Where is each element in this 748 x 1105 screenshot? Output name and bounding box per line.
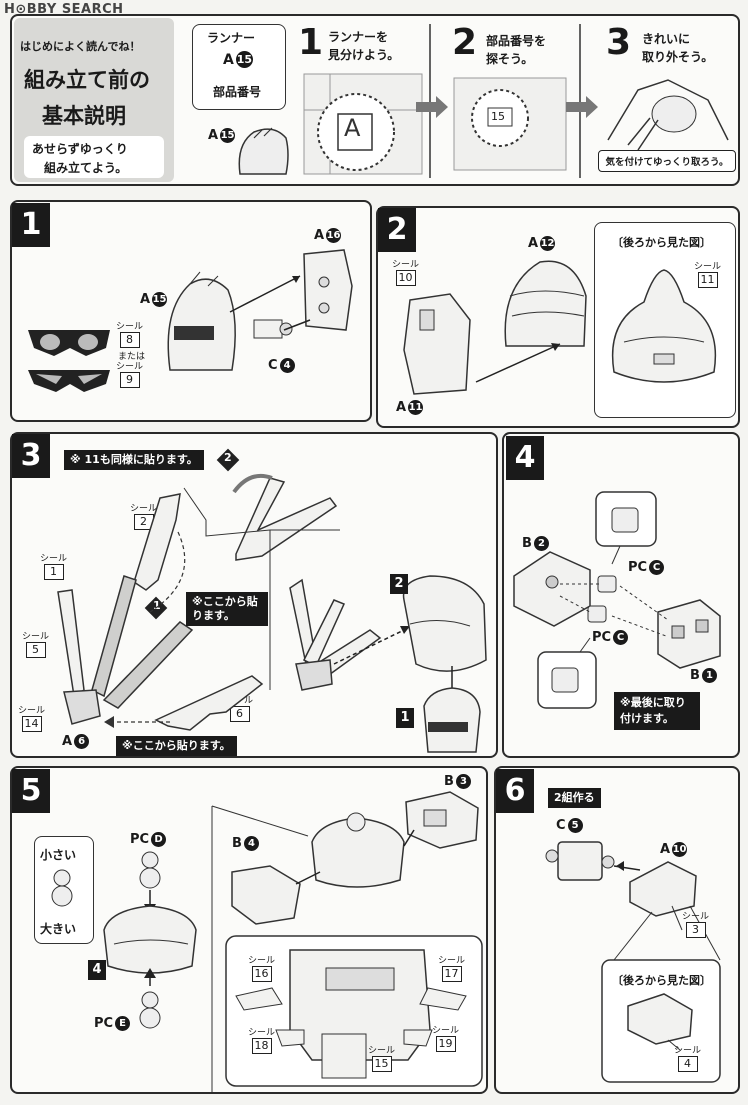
step3-note-here: ※ここから貼ります。 — [186, 592, 268, 626]
step1-connector-drawing — [253, 319, 293, 339]
part-number-drawing — [453, 77, 567, 171]
or-label: または — [118, 352, 146, 362]
part-number-tag: 15 — [491, 110, 505, 123]
step3-note-top: ※ 11も同様に貼ります。 — [64, 450, 204, 470]
step3-ref-step-1: 1 — [396, 708, 414, 728]
basic-arrow-1 — [416, 96, 448, 118]
step-5-number: 5 — [12, 769, 50, 813]
basic-step-1-text1: ランナーを — [328, 30, 389, 44]
intro-sub2: 組み立てよう。 — [44, 161, 128, 175]
intro-title1: 組み立て前の — [24, 68, 150, 92]
eye-seal-9 — [28, 370, 110, 392]
basic-step-3-text2: 取り外そう。 — [642, 50, 714, 64]
step-1-number: 1 — [12, 203, 50, 247]
intro-line1: はじめによく読んでね！ — [20, 40, 141, 53]
large-label: 大きい — [40, 922, 77, 936]
step-4-number: 4 — [506, 436, 544, 480]
step1-back-drawing — [303, 249, 353, 331]
basic-dividers — [429, 24, 581, 178]
legend-part-number-label: 部品番号 — [213, 85, 262, 99]
step1-head-drawing — [167, 271, 236, 371]
substep-1-label: 1 — [153, 599, 161, 612]
step3-ref-step-2: 2 — [390, 574, 408, 594]
cutting-drawing — [607, 79, 729, 151]
basic-step-2-num: 2 — [452, 22, 478, 63]
step6-rear-view-title: 〔後ろから見た図〕 — [612, 974, 711, 987]
step2-rear-view-title: 〔後ろから見た図〕 — [612, 236, 711, 249]
runner-tag-letter: A — [344, 114, 361, 142]
step-6-number: 6 — [496, 769, 534, 813]
basic-step-1-num: 1 — [298, 22, 324, 63]
runner-drawing — [303, 73, 423, 175]
intro-sub-box: あせらずゆっくり 組み立てよう。 — [24, 136, 164, 178]
intro-box: はじめによく読んでね！ 組み立て前の 基本説明 あせらずゆっくり 組み立てよう。 — [14, 18, 174, 182]
legend-runner-label: ランナー — [207, 31, 256, 45]
basic-step-1-text2: 見分けよう。 — [328, 48, 400, 62]
example-helmet-drawing — [238, 127, 289, 175]
basic-step-2-text2: 探そう。 — [486, 52, 534, 66]
step2-body-drawing — [403, 293, 471, 395]
substep-2-label: 2 — [224, 451, 232, 464]
basic-step-2-text1: 部品番号を — [486, 34, 547, 48]
small-label: 小さい — [40, 848, 77, 862]
basic-step-3-num: 3 — [606, 22, 632, 63]
basic-arrow-2 — [566, 96, 598, 118]
step2-helmet-drawing — [504, 260, 587, 347]
site-logo: H⊙BBY SEARCH — [4, 2, 124, 17]
intro-title2: 基本説明 — [42, 104, 126, 128]
eye-seal-8 — [28, 330, 110, 356]
step-3-number: 3 — [12, 434, 50, 478]
step-2-number: 2 — [378, 208, 416, 252]
step4-note-last: ※最後に取り付けます。 — [614, 692, 700, 730]
basic-step-3-text1: きれいに — [642, 32, 691, 46]
step5-ref-step-4: 4 — [88, 960, 106, 980]
careful-note: 気を付けてゆっくり取ろう。 — [598, 150, 736, 172]
make-two-label: 2組作る — [548, 788, 601, 808]
rear-helmet-drawing — [611, 269, 717, 383]
intro-sub1: あせらずゆっくり — [32, 142, 128, 156]
step3-note-here-bottom: ※ここから貼ります。 — [116, 736, 237, 756]
